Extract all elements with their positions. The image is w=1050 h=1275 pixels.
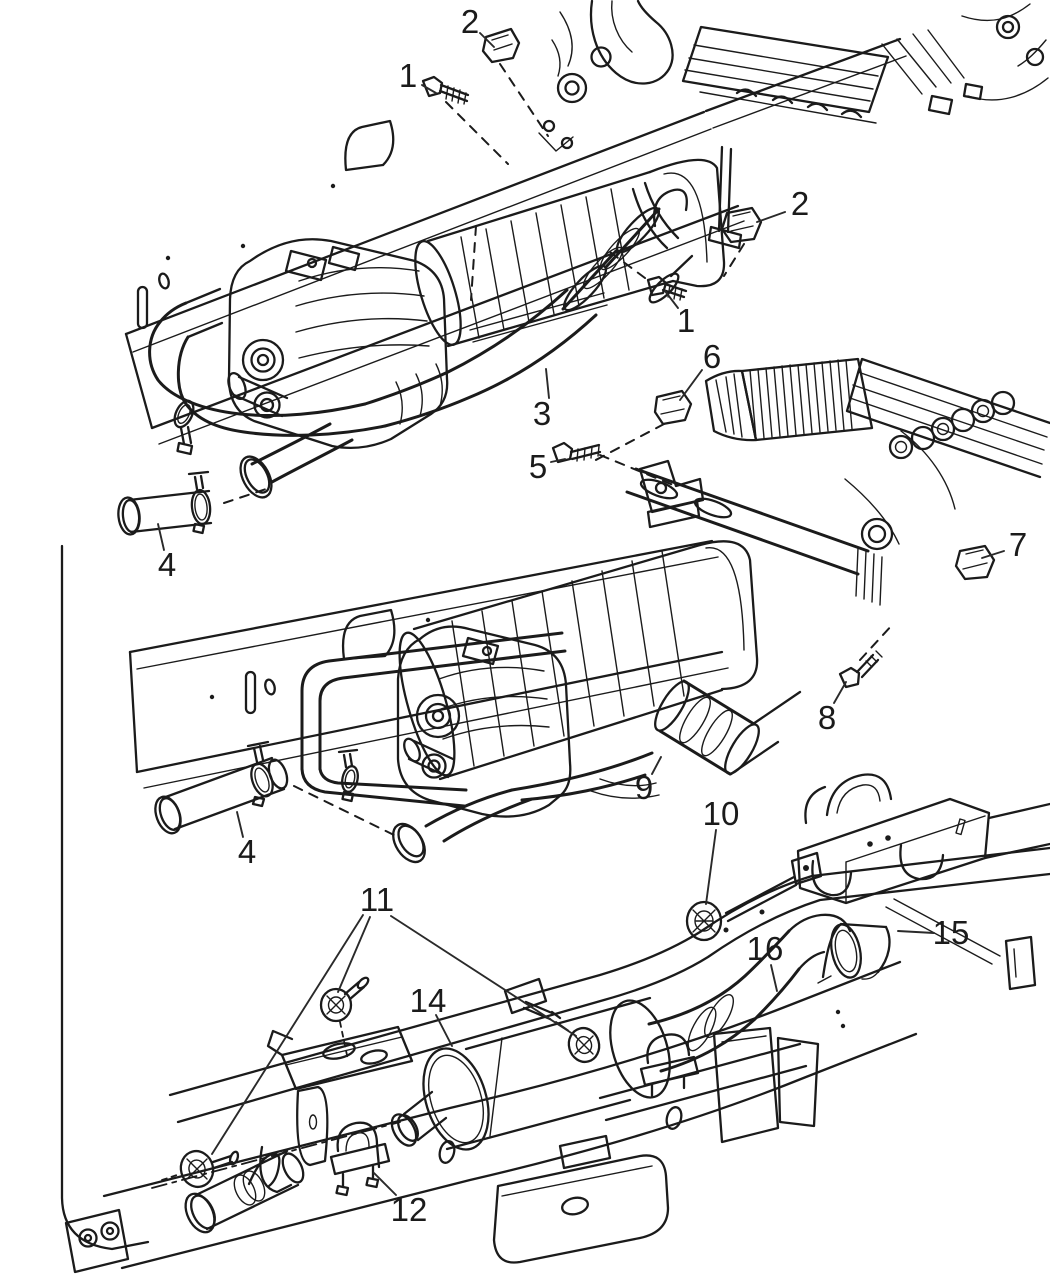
clamp-part12 [329, 1121, 391, 1197]
callout-2[interactable]: 2 [461, 3, 479, 40]
isolator-grommets-part11 [161, 976, 601, 1189]
spring-shackle [64, 1208, 130, 1274]
exhaust-ypipe-top [148, 206, 694, 499]
callout-11[interactable]: 11 [360, 881, 394, 918]
leader-line [705, 829, 717, 905]
leader-line [479, 32, 495, 48]
leader-line [337, 916, 371, 993]
clamp-part2-upper [481, 27, 521, 64]
callout-14[interactable]: 14 [410, 982, 447, 1019]
crossmember-plate [492, 1154, 670, 1264]
clamp-part6 [653, 389, 693, 426]
leader-line [756, 211, 786, 223]
lower-assembly-view [60, 544, 1050, 1274]
hanger-rod-part10 [685, 851, 823, 942]
leader-line [211, 914, 364, 1155]
tailpipe-part16 [639, 913, 862, 1098]
leader-line [373, 1172, 397, 1196]
hanger-part15 [817, 922, 891, 984]
leader-line [981, 550, 1005, 559]
callout-7[interactable]: 7 [1009, 526, 1027, 563]
leader-line [550, 458, 566, 463]
leader-line [770, 964, 778, 992]
extension-pipe-upper [117, 470, 267, 536]
callout-1[interactable]: 1 [399, 57, 417, 94]
frame-bottom [64, 773, 1050, 1274]
callout-4[interactable]: 4 [238, 833, 256, 870]
transmission-top [414, 158, 726, 348]
bolt-part1-upper [421, 75, 470, 105]
callout-2[interactable]: 2 [791, 185, 809, 222]
mount-bracket-middle [638, 459, 705, 529]
clamp-part7 [954, 544, 996, 581]
callout-5[interactable]: 5 [529, 448, 547, 485]
callout-1[interactable]: 1 [677, 302, 695, 339]
leader-line [651, 756, 662, 775]
muffler-part14 [390, 996, 671, 1151]
leader-line [157, 523, 165, 551]
upper-assembly-view [117, 0, 1049, 536]
bolt-part5 [551, 441, 602, 464]
callout-4[interactable]: 4 [158, 546, 176, 583]
leader-line [236, 811, 244, 838]
leader-line [664, 290, 679, 309]
engine-middle [625, 357, 1050, 606]
clamp-part2-lower [720, 206, 763, 244]
front-exhaust-pipe [151, 1121, 401, 1234]
transmission-middle [398, 540, 759, 781]
exhaust-middle [300, 631, 802, 864]
muffler-bracket [247, 1025, 414, 1194]
callout-9[interactable]: 9 [635, 769, 653, 806]
leader-line [679, 369, 703, 401]
leader-line [833, 681, 847, 704]
extension-pipe-middle [154, 740, 397, 837]
middle-assembly-view [128, 357, 1050, 864]
body-outline-sweep [60, 544, 150, 1251]
callout-10[interactable]: 10 [703, 795, 740, 832]
leader-line [421, 84, 437, 94]
callout-6[interactable]: 6 [703, 338, 721, 375]
leader-line [435, 1014, 453, 1047]
callout-8[interactable]: 8 [818, 699, 836, 736]
leader-line [390, 915, 577, 1037]
leader-line [897, 930, 935, 934]
frame-rail-middle [128, 539, 729, 789]
callout-12[interactable]: 12 [391, 1191, 428, 1228]
callout-16[interactable]: 16 [747, 930, 784, 967]
transfer-case-top [227, 238, 449, 449]
callout-3[interactable]: 3 [533, 395, 551, 432]
leader-line [545, 368, 550, 399]
callout-15[interactable]: 15 [933, 914, 970, 951]
